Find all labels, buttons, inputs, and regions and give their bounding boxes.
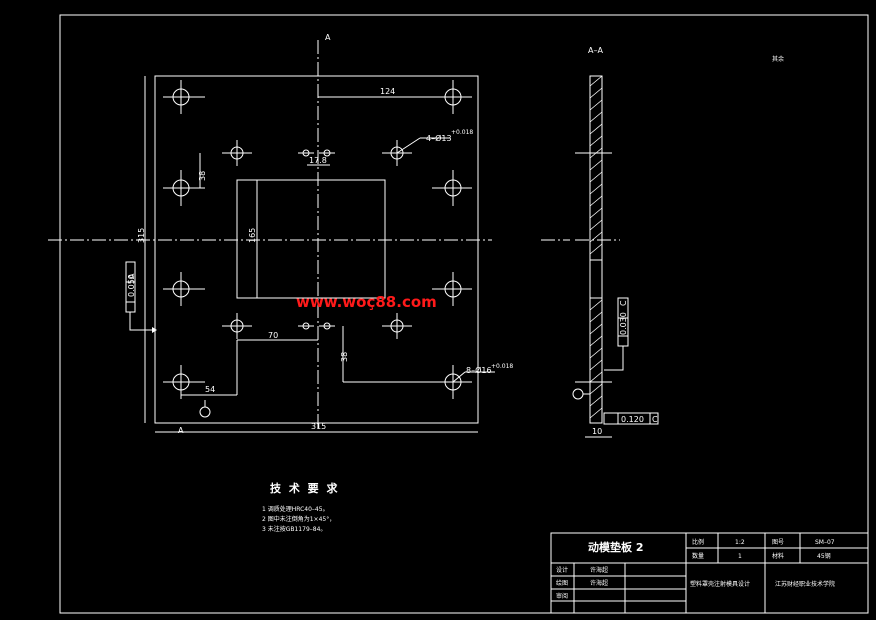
section-outline <box>589 75 603 424</box>
tech-requirements-title: 技 术 要 求 <box>270 481 340 495</box>
title-block <box>550 532 869 614</box>
dim-38b: 38 <box>340 352 349 362</box>
drawing-no-value: SM–07 <box>815 539 835 546</box>
roughness-note: 其余 <box>772 55 784 63</box>
qty-value: 1 <box>738 553 742 560</box>
dim-17-8: 17.8 <box>309 156 327 165</box>
hole-tol-2: +0.018 <box>491 363 513 370</box>
dim-38: 38 <box>198 171 207 181</box>
design-name: 许海超 <box>590 566 608 574</box>
parallelism-2-value: 0.120 <box>621 415 644 424</box>
plate-front-view <box>48 40 570 433</box>
center-window <box>236 179 386 299</box>
material-value: 45钢 <box>817 552 831 560</box>
section-mark-top: A <box>325 33 331 42</box>
drawing-frame <box>59 14 869 614</box>
hole-note-1: 4–Ø13 <box>426 133 452 143</box>
material-label: 材料 <box>772 552 784 560</box>
drawing-label: 绘图 <box>556 579 568 587</box>
section-mark-bottom: A <box>178 426 184 435</box>
plate-outline <box>154 75 479 424</box>
parallelism-1-value: 0.030 <box>619 312 628 335</box>
watermark: www.woç88.com <box>296 293 437 311</box>
tech-item-2: 2 图中未注倒角为1×45°， <box>262 515 335 523</box>
parallelism-2-ref: C <box>652 415 658 424</box>
drawing-no-label: 图号 <box>772 539 784 546</box>
hole-tol-1: +0.018 <box>451 129 473 136</box>
section-view <box>572 75 659 438</box>
dim-165: 165 <box>248 228 257 243</box>
dim-54: 54 <box>205 385 215 394</box>
tech-item-3: 3 未注按GB1179–84。 <box>262 525 326 533</box>
section-label: A–A <box>588 46 603 55</box>
flatness-value: 0.050 <box>127 274 136 297</box>
hole-note-2: 8–Ø16 <box>466 365 492 375</box>
school-name: 江苏财经职业技术学院 <box>775 580 835 588</box>
qty-label: 数量 <box>692 552 704 560</box>
parallelism-1-ref: C <box>619 300 628 306</box>
dim-124: 124 <box>380 87 395 96</box>
design-label: 设计 <box>556 566 568 574</box>
scale-value: 1:2 <box>735 539 745 546</box>
dim-70: 70 <box>268 331 278 340</box>
dim-315-vertical: 315 <box>137 228 146 243</box>
dim-315-horizontal: 315 <box>311 422 326 431</box>
review-label: 审阅 <box>556 592 568 600</box>
parallelism-frame-2 <box>603 412 659 425</box>
dim-thickness: 10 <box>592 427 602 436</box>
tech-item-1: 1 调质处理HRC40–45。 <box>262 505 329 513</box>
part-name: 动模垫板 2 <box>588 540 643 554</box>
drawing-name: 许海超 <box>590 579 608 587</box>
scale-label: 比例 <box>692 538 704 546</box>
project-name: 塑料罩壳注射模具设计 <box>690 580 750 588</box>
flatness-ref: A <box>127 273 136 279</box>
